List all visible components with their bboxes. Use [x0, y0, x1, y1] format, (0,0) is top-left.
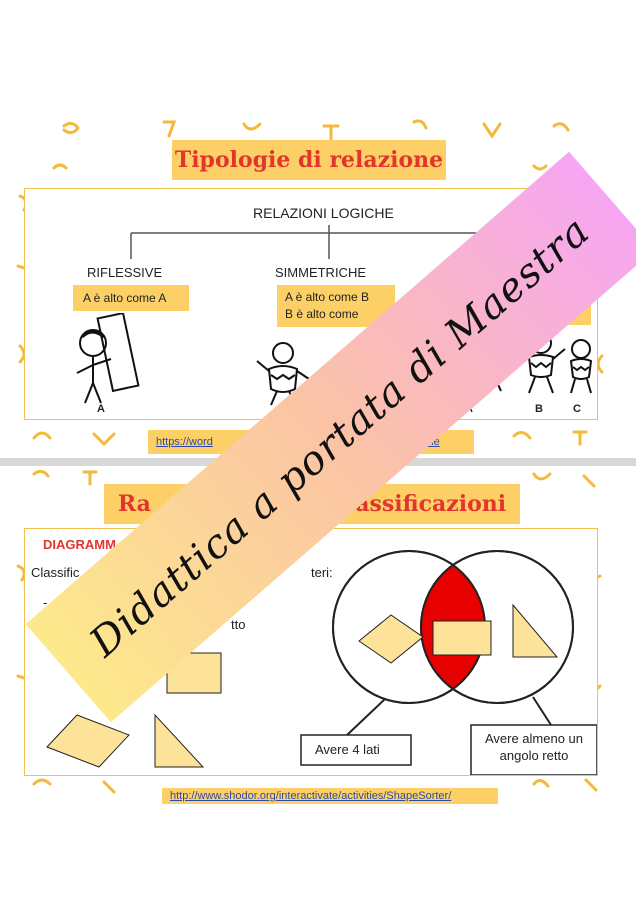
venn-label-four-sides: Avere 4 lati [315, 742, 380, 757]
stick-figure-mirror-illustration [76, 313, 140, 404]
transitive-example: quindi [531, 299, 591, 325]
venn-label-right-angle: Avere almeno un angolo retto [484, 731, 584, 763]
rhombus-shape [46, 714, 130, 768]
symmetric-example-line-2: B è alto come [285, 307, 359, 321]
source-link-end[interactable]: logiche [404, 436, 440, 448]
reflexive-example: A è alto come A [73, 285, 189, 311]
symmetric-example-line-1: A è alto come B [285, 290, 370, 304]
label-box-four-sides [300, 734, 412, 766]
slide-title-2-start: Ra [117, 491, 151, 517]
category-reflexive-label: RIFLESSIVE [87, 265, 163, 280]
symmetric-example-box: A è alto come B B è alto come [277, 285, 395, 327]
right-triangle-shape [154, 713, 205, 768]
three-kids-illustration [480, 332, 593, 394]
rectangle-shape [166, 652, 222, 694]
venn-rectangle [432, 620, 492, 656]
shape-sorter-link[interactable]: http://www.shodor.org/interactivate/acti… [162, 788, 498, 804]
figure-letter-c: C [573, 403, 581, 415]
label-box-right-angle [470, 724, 597, 775]
diagram-heading: RELAZIONI LOGICHE [253, 205, 394, 221]
figure-letter-a: A [97, 403, 105, 415]
figure-letter-b: B [535, 403, 543, 415]
figure-letter-a-transitive: A [465, 403, 473, 415]
cartoon-kid-illustration [256, 342, 310, 406]
slide-title: Tipologie di relazione [172, 140, 446, 180]
slide-title-2-end: lassificazioni [346, 491, 507, 517]
source-link-start[interactable]: https://word [156, 436, 213, 448]
category-symmetric-label: SIMMETRICHE [275, 265, 366, 280]
